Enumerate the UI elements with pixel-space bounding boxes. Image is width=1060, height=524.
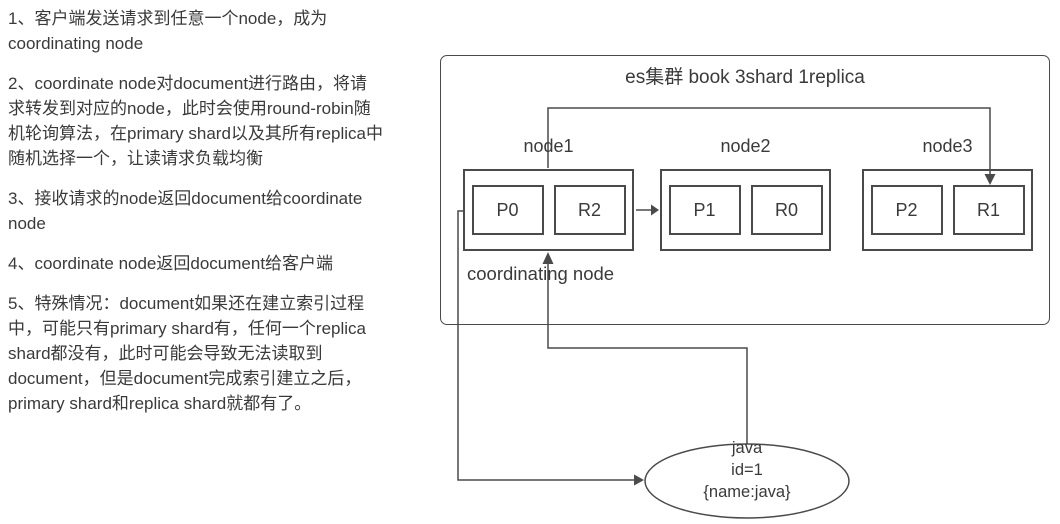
node3-box: P2 R1 [862, 169, 1033, 251]
node1-label: node1 [523, 136, 574, 156]
node2-label: node2 [720, 136, 771, 156]
shard-r0: R0 [750, 185, 823, 235]
coordinating-node-label: coordinating node [467, 263, 615, 284]
shard-r2: R2 [553, 185, 626, 235]
document-text: java id=1 {name:java} [703, 439, 791, 501]
shard-p1: P1 [668, 185, 741, 235]
notes-panel: 1、客户端发送请求到任意一个node，成为 coordinating node … [8, 6, 456, 431]
note-paragraph-5: 5、特殊情况：document如果还在建立索引过程 中，可能只有primary … [8, 294, 366, 413]
note-paragraph-3: 3、接收请求的node返回document给coordinate node [8, 189, 363, 233]
shard-p2: P2 [870, 185, 943, 235]
shard-r1: R1 [952, 185, 1025, 235]
cluster-title: es集群 book 3shard 1replica [625, 67, 865, 88]
note-paragraph-4: 4、coordinate node返回document给客户端 [8, 254, 334, 273]
node3-label: node3 [922, 136, 973, 156]
node1-box: P0 R2 [463, 169, 634, 251]
shard-p0: P0 [471, 185, 544, 235]
arrow-node1-to-document-head [634, 474, 644, 486]
node2-box: P1 R0 [660, 169, 831, 251]
note-paragraph-1: 1、客户端发送请求到任意一个node，成为 coordinating node [8, 9, 328, 53]
note-paragraph-2: 2、coordinate node对document进行路由，将请 求转发到对应… [8, 74, 383, 168]
